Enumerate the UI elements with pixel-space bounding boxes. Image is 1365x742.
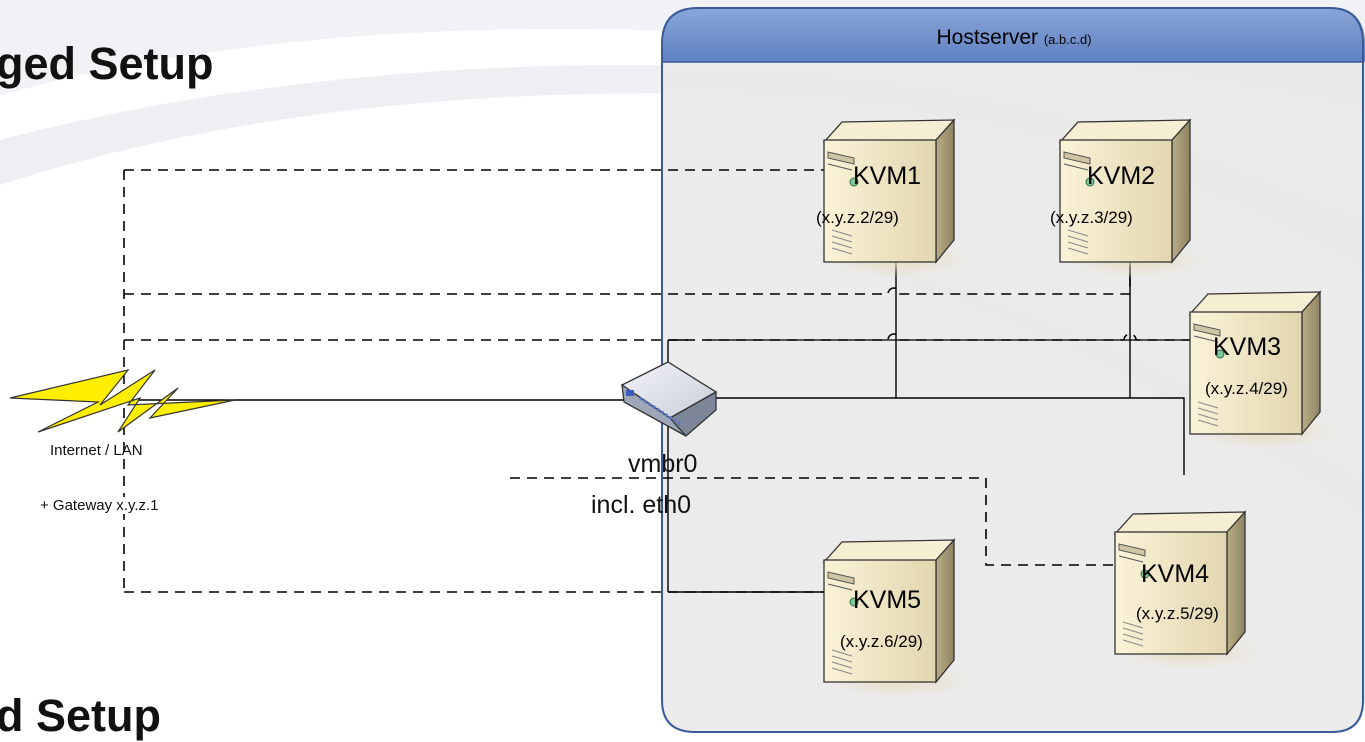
server-kvm3-icon (1189, 291, 1341, 451)
slide-title: ged Setup (0, 38, 214, 89)
vm-ip-kvm1: (x.y.z.2/29) (816, 208, 899, 227)
server-kvm4-icon (1114, 511, 1266, 671)
internet-label: Internet / LAN (50, 442, 143, 459)
host-address: (a.b.c.d) (1043, 32, 1092, 47)
vm-name-kvm3: KVM3 (1213, 333, 1282, 361)
gateway-label: + Gateway x.y.z.1 (40, 497, 159, 514)
server-kvm1-icon (823, 119, 975, 279)
vm-ip-kvm2: (x.y.z.3/29) (1050, 208, 1133, 227)
host-container-border (661, 7, 1364, 733)
switch-detail: incl. eth0 (591, 491, 692, 519)
vm-ip-kvm5: (x.y.z.6/29) (840, 632, 923, 651)
server-kvm5-icon (823, 539, 975, 699)
bridge-links (124, 262, 1190, 593)
host-container (662, 8, 1365, 62)
internet-bolt-icon (9, 369, 236, 433)
vm-ip-kvm3: (x.y.z.4/29) (1205, 379, 1288, 398)
vm-name-kvm5: KVM5 (853, 586, 922, 614)
vm-ip-kvm4: (x.y.z.5/29) (1136, 604, 1219, 623)
server-kvm2-icon (1059, 119, 1211, 279)
vm-name-kvm1: KVM1 (853, 162, 922, 190)
vm-name-kvm4: KVM4 (1141, 560, 1210, 588)
switch-name: vmbr0 (628, 450, 698, 478)
slide-title-secondary: d Setup (0, 690, 161, 741)
host-name: Hostserver (936, 26, 1038, 49)
vm-name-kvm2: KVM2 (1087, 162, 1156, 190)
host-title: Hostserver (a.b.c.d) (662, 26, 1365, 50)
switch-icon (620, 361, 718, 437)
